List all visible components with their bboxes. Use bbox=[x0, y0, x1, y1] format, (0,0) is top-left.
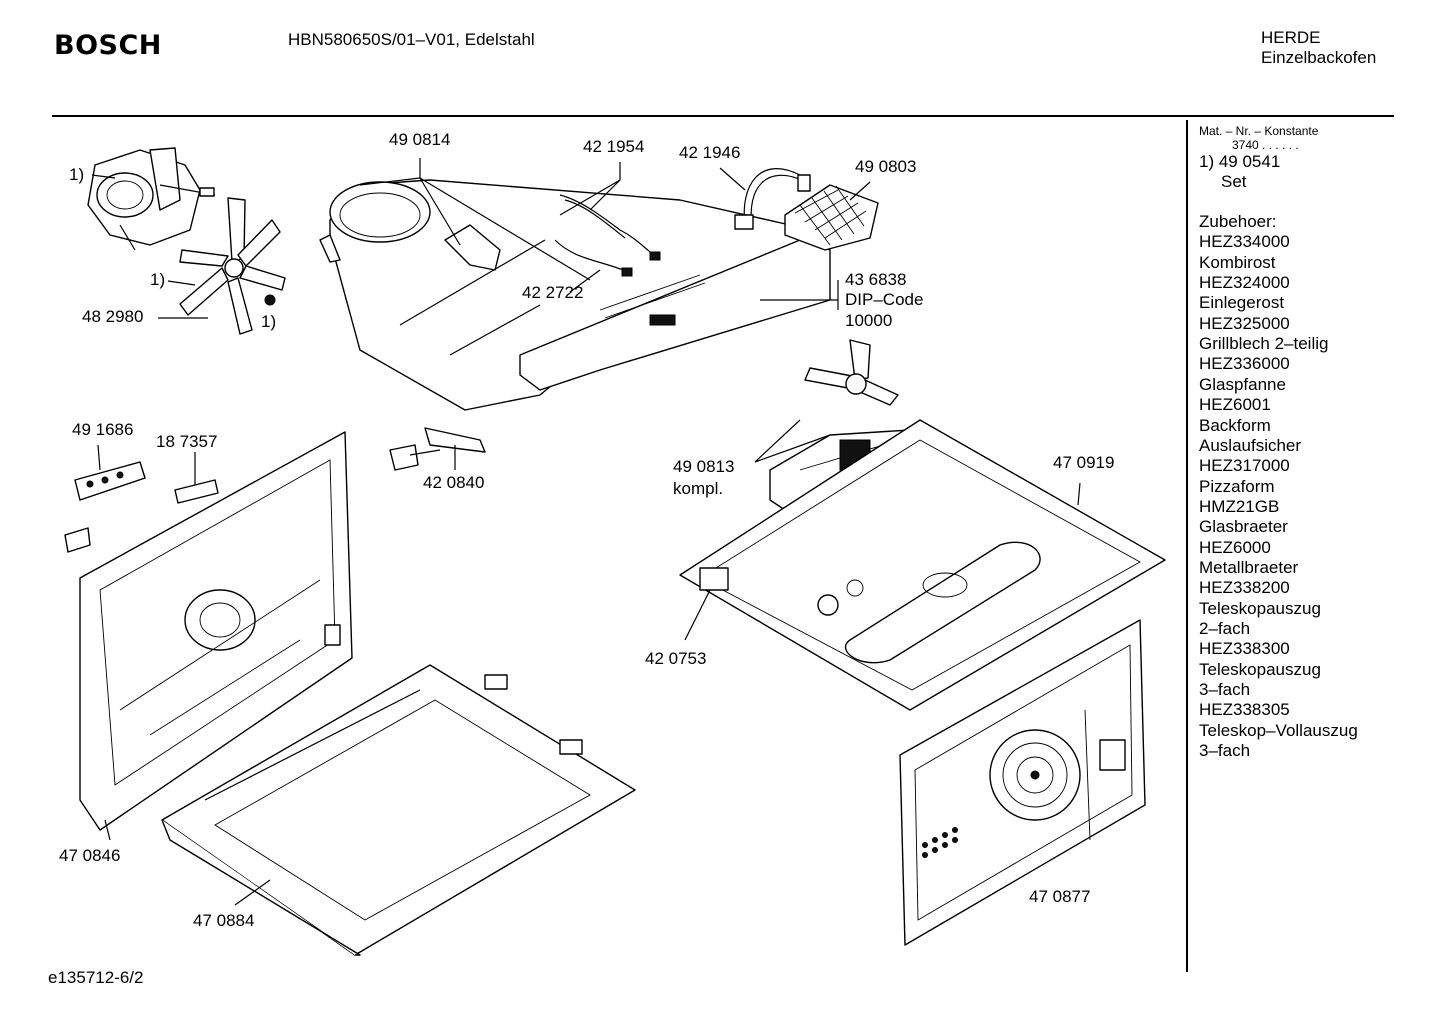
part-label: 47 0884 bbox=[193, 911, 255, 930]
accessory-item: HEZ6000 bbox=[1199, 537, 1271, 557]
accessory-item: Teleskopauszug bbox=[1199, 598, 1321, 618]
parts-sidebar: Mat. – Nr. – Konstante 3740 . . . . . . … bbox=[1199, 124, 1389, 761]
accessory-item: HEZ338305 bbox=[1199, 700, 1290, 720]
set-part-number: 1) 49 0541 bbox=[1199, 152, 1281, 171]
accessory-item: 2–fach bbox=[1199, 618, 1251, 638]
leader-lines bbox=[91, 158, 1081, 906]
part-label: 1) bbox=[69, 165, 85, 184]
cable-harness-drawing bbox=[554, 168, 811, 277]
brand-logo: BOSCH bbox=[54, 30, 162, 61]
accessory-item: Metallbraeter bbox=[1199, 557, 1299, 577]
front-panel-drawing bbox=[899, 619, 1146, 946]
accessory-item: HMZ21GB bbox=[1199, 496, 1280, 516]
accessory-item: HEZ334000 bbox=[1199, 232, 1290, 252]
part-label: 43 6838 bbox=[845, 270, 907, 289]
control-module-drawing bbox=[784, 184, 879, 251]
accessory-item: Glaspfanne bbox=[1199, 374, 1286, 394]
sidebar-divider bbox=[1186, 120, 1188, 972]
oven-top-plate-drawing bbox=[679, 419, 1166, 711]
part-label: 49 1686 bbox=[72, 420, 134, 439]
part-label: 42 2722 bbox=[522, 283, 584, 302]
part-label: 49 0813 bbox=[673, 457, 735, 476]
part-label: 47 0919 bbox=[1053, 453, 1115, 472]
header-divider bbox=[52, 115, 1394, 117]
part-label: 42 1954 bbox=[583, 137, 645, 156]
accessory-item: HEZ317000 bbox=[1199, 456, 1290, 476]
part-label: DIP–Code bbox=[845, 290, 924, 309]
accessory-item: Auslaufsicher bbox=[1199, 435, 1302, 455]
floor-tray-drawing bbox=[161, 664, 636, 956]
part-label: 1) bbox=[150, 270, 166, 289]
part-label: 48 2980 bbox=[82, 307, 144, 326]
set-label: Set bbox=[1221, 172, 1247, 191]
fan-motor-drawing bbox=[87, 147, 216, 251]
part-label: 47 0877 bbox=[1029, 887, 1091, 906]
accessory-item: 3–fach bbox=[1199, 741, 1251, 760]
accessory-item: Kombirost bbox=[1199, 252, 1276, 272]
part-label: 49 0814 bbox=[389, 130, 451, 149]
accessory-item: Teleskopauszug bbox=[1199, 659, 1321, 679]
part-label: 18 7357 bbox=[156, 432, 218, 451]
accessory-item: Pizzaform bbox=[1199, 476, 1275, 496]
part-label: 49 0803 bbox=[855, 157, 917, 176]
accessory-item: Grillblech 2–teilig bbox=[1199, 334, 1329, 354]
accessory-item: HEZ325000 bbox=[1199, 313, 1290, 333]
accessory-item: Glasbraeter bbox=[1199, 517, 1288, 537]
accessory-item: HEZ338300 bbox=[1199, 639, 1290, 659]
part-label: 42 0840 bbox=[423, 473, 485, 492]
part-label: 10000 bbox=[845, 311, 893, 330]
accessory-item: HEZ324000 bbox=[1199, 273, 1290, 293]
material-constant-title: Mat. – Nr. – Konstante bbox=[1199, 124, 1319, 138]
accessory-item: HEZ338200 bbox=[1199, 578, 1290, 598]
accessory-item: HEZ336000 bbox=[1199, 354, 1290, 374]
model-title: HBN580650S/01–V01, Edelstahl bbox=[288, 30, 535, 49]
accessory-item: HEZ6001 bbox=[1199, 395, 1271, 415]
accessory-item: Teleskop–Vollauszug bbox=[1199, 720, 1358, 740]
document-id: e135712-6/2 bbox=[48, 968, 144, 987]
category-line-1: HERDE bbox=[1261, 28, 1321, 47]
door-switch-drawing bbox=[389, 427, 486, 471]
terminal-block-drawing bbox=[64, 461, 219, 553]
category-line-2: Einzelbackofen bbox=[1261, 48, 1377, 67]
accessory-item: Einlegerost bbox=[1199, 293, 1285, 313]
accessories-title: Zubehoer: bbox=[1199, 212, 1277, 231]
fan-wheel-drawing bbox=[179, 197, 286, 335]
part-label: 42 0753 bbox=[645, 649, 707, 668]
accessory-item: 3–fach bbox=[1199, 679, 1251, 699]
back-wall-drawing bbox=[79, 431, 353, 831]
part-label: 42 1946 bbox=[679, 143, 741, 162]
part-label: kompl. bbox=[673, 479, 724, 498]
material-constant-value: 3740 . . . . . . bbox=[1232, 138, 1299, 152]
part-label: 1) bbox=[261, 312, 277, 331]
part-label: 47 0846 bbox=[59, 846, 121, 865]
accessory-item: Backform bbox=[1199, 415, 1271, 435]
